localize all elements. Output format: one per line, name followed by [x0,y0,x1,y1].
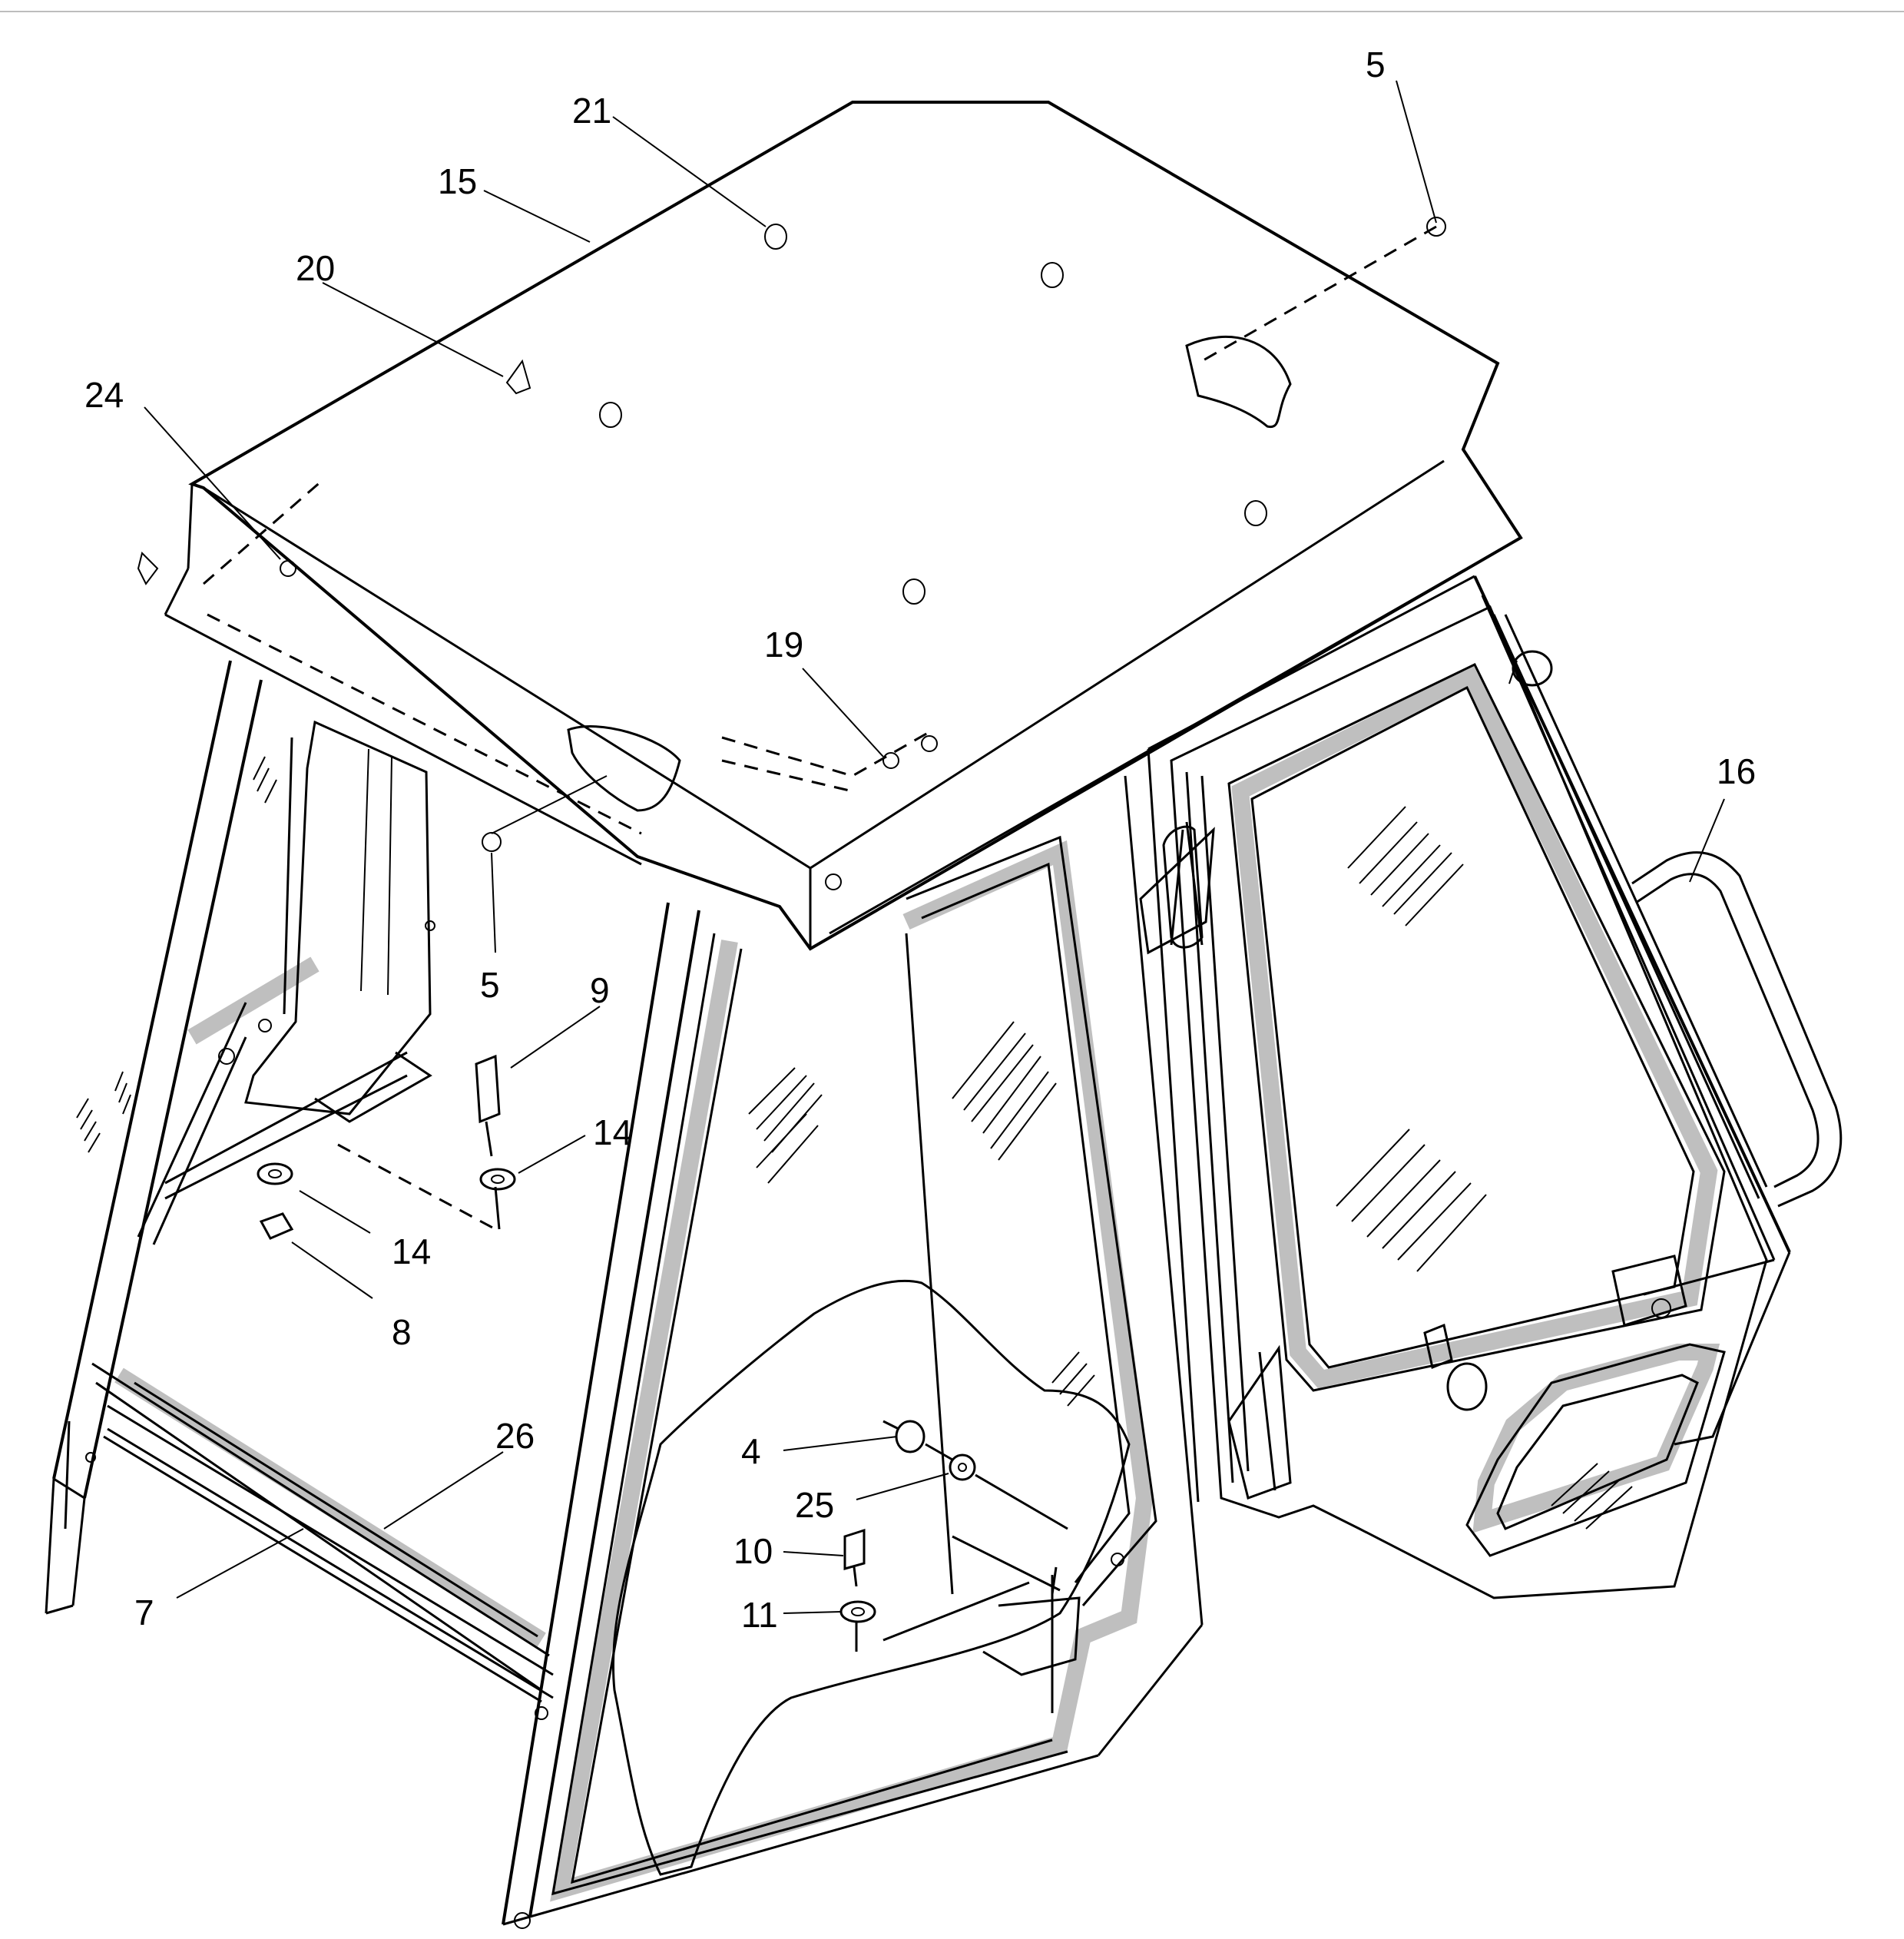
callout-14-left: 14 [392,1231,431,1271]
grab-handle [1631,851,1843,1208]
callout-4: 4 [741,1431,761,1471]
hardware-bolts-nuts-washers [257,1054,1068,1713]
callout-14-right: 14 [593,1112,632,1152]
callout-10: 10 [733,1531,773,1571]
right-door [1139,575,1791,1599]
callout-5-top: 5 [1366,45,1386,85]
callout-9: 9 [590,970,610,1010]
front-panel [502,775,1204,1926]
callout-5-lower: 5 [480,965,500,1005]
callout-labels: 5 21 15 20 24 19 16 5 9 14 14 8 26 7 4 2… [84,45,1756,1635]
callout-15: 15 [438,161,477,201]
callout-21: 21 [572,91,611,131]
callout-11: 11 [741,1595,778,1635]
left-side-frame [45,660,554,1929]
roof-panel [137,101,1523,951]
callout-16: 16 [1717,751,1756,791]
leader-lines [144,80,1725,1614]
callout-8: 8 [392,1312,412,1352]
callout-19: 19 [764,625,803,665]
top-border-line [0,11,1904,12]
callout-25: 25 [795,1485,834,1525]
callout-26: 26 [495,1416,535,1456]
callout-7: 7 [134,1593,154,1632]
callout-24: 24 [84,375,124,415]
callout-20: 20 [296,248,335,288]
